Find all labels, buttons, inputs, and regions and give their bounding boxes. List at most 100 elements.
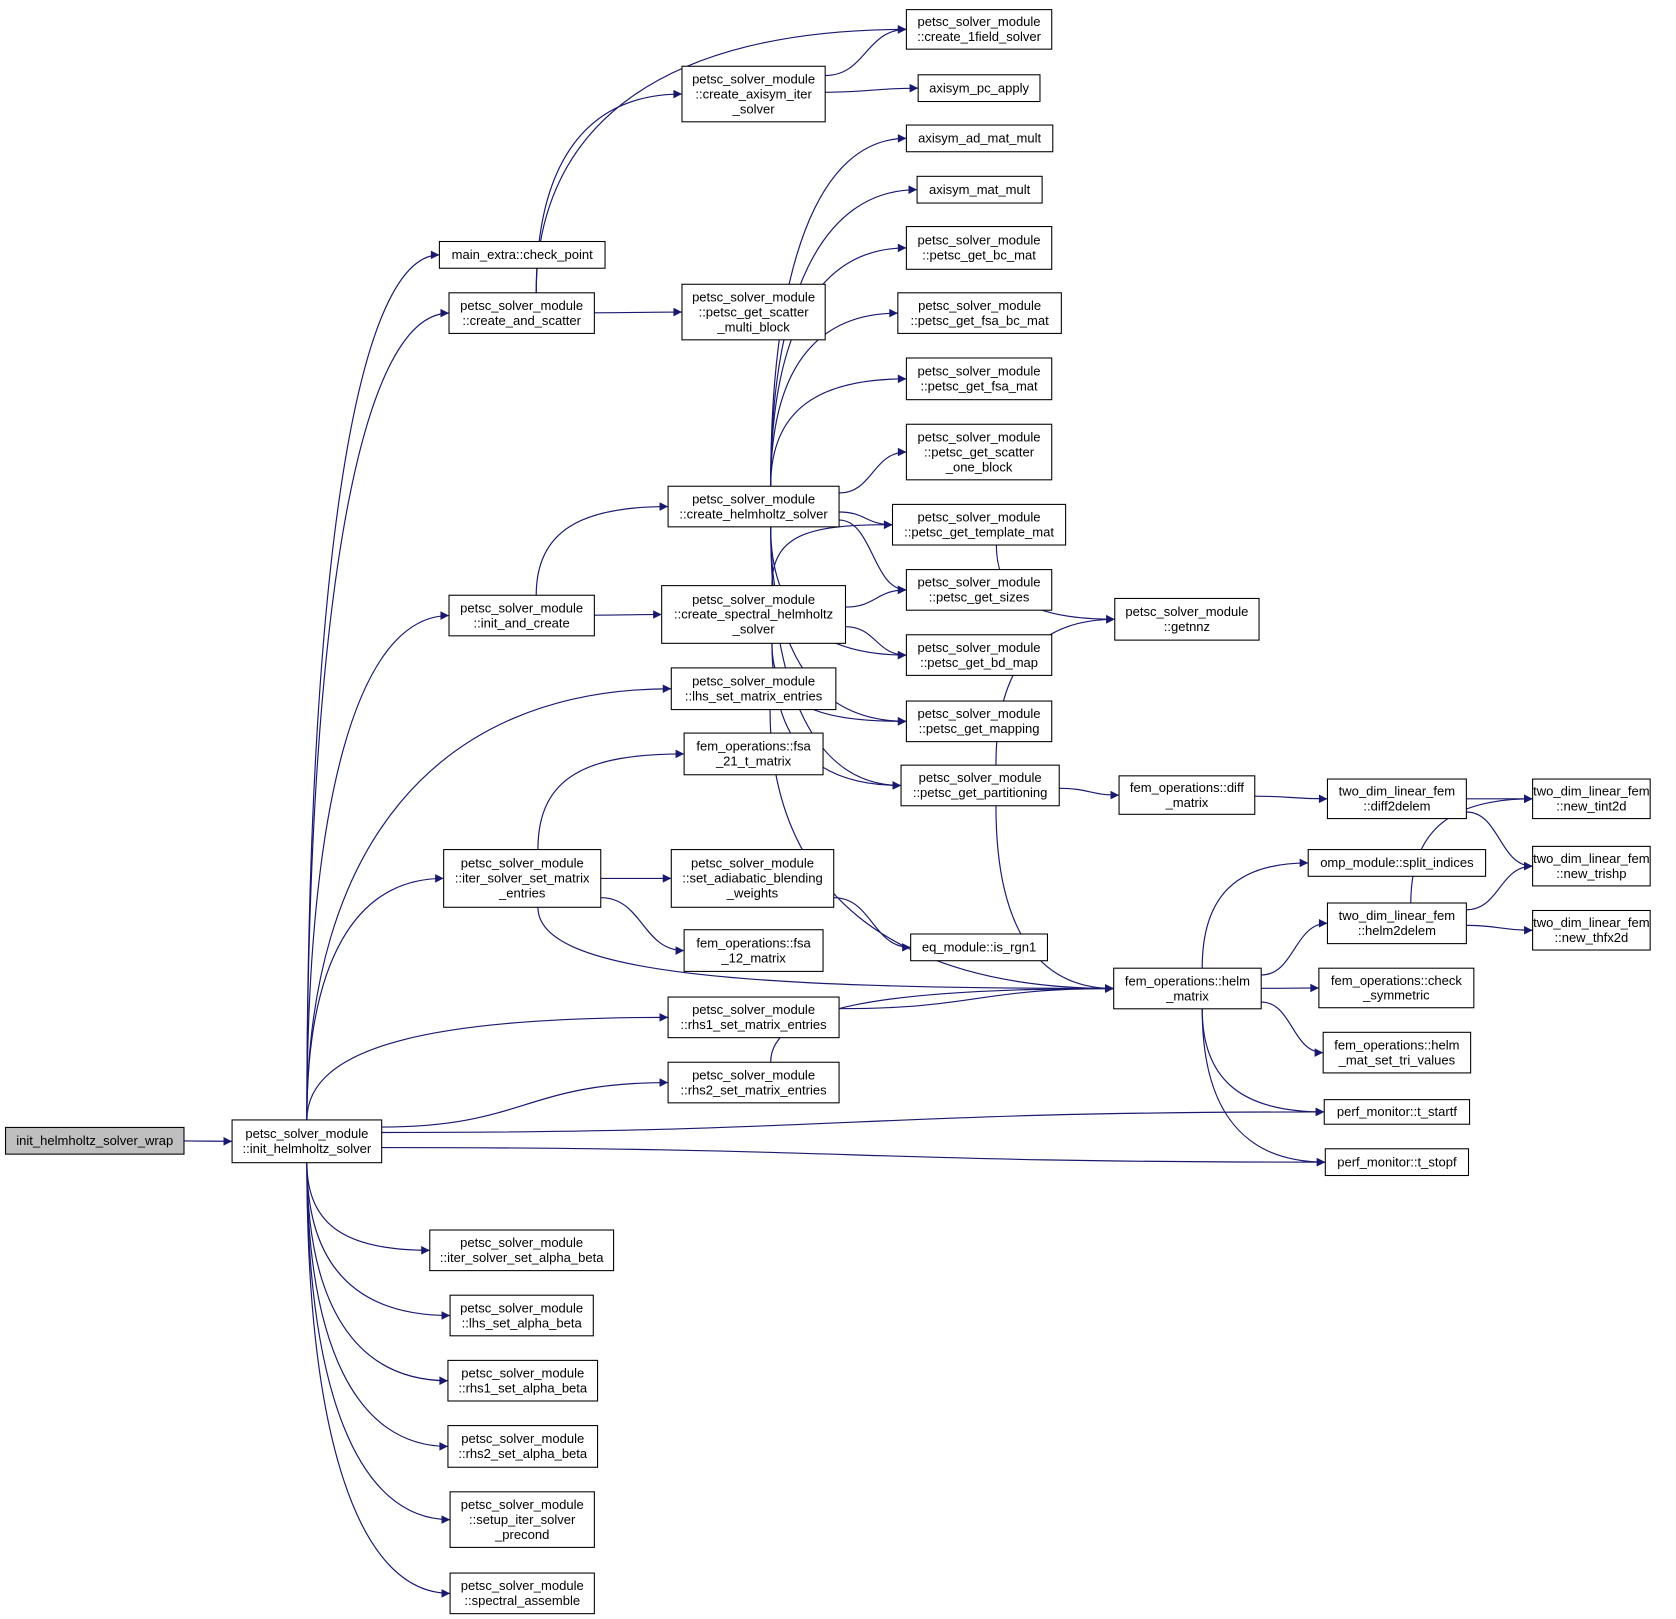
- node-t-stopf[interactable]: perf_monitor::t_stopf: [1324, 1148, 1470, 1177]
- node-create-1field[interactable]: petsc_solver_module::create_1field_solve…: [905, 9, 1053, 50]
- node-partitioning[interactable]: petsc_solver_module::petsc_get_partition…: [900, 764, 1060, 807]
- edge-init-hs-to-rhs1-ab: [306, 1162, 448, 1385]
- node-box: [917, 74, 1041, 103]
- node-box: [1118, 775, 1256, 815]
- node-is-rgn1[interactable]: eq_module::is_rgn1: [910, 933, 1048, 962]
- edge-init-hs-to-rhs2-ab: [306, 1162, 448, 1451]
- node-box: [1307, 849, 1487, 877]
- node-label: ::petsc_get_sizes: [929, 590, 1030, 605]
- node-box: [667, 485, 840, 528]
- edge-init-hs-to-create-and-scatter: [306, 308, 450, 1120]
- node-rhs2-ab[interactable]: petsc_solver_module::rhs2_set_alpha_beta: [447, 1425, 599, 1468]
- edge-create-spectral-to-sizes: [845, 585, 907, 608]
- node-label: petsc_solver_module: [691, 856, 814, 871]
- node-init-hs[interactable]: petsc_solver_module::init_helmholtz_solv…: [231, 1119, 383, 1164]
- node-scatter-one[interactable]: petsc_solver_module::petsc_get_scatter_o…: [905, 423, 1053, 481]
- node-box: [1318, 967, 1475, 1009]
- node-lhs-ab[interactable]: petsc_solver_module::lhs_set_alpha_beta: [449, 1294, 594, 1337]
- node-template-mat[interactable]: petsc_solver_module::petsc_get_template_…: [891, 503, 1067, 546]
- node-tri-values[interactable]: fem_operations::helm_mat_set_tri_values: [1322, 1031, 1472, 1074]
- node-sizes[interactable]: petsc_solver_module::petsc_get_sizes: [905, 569, 1053, 611]
- node-init-and-create[interactable]: petsc_solver_module::init_and_create: [448, 594, 595, 637]
- node-label: petsc_solver_module: [692, 1067, 815, 1082]
- node-t-startf[interactable]: perf_monitor::t_startf: [1323, 1099, 1471, 1125]
- edge-init-hs-to-init-and-create: [306, 611, 450, 1120]
- node-box: [1326, 778, 1467, 820]
- node-label: two_dim_linear_fem: [1533, 915, 1649, 930]
- node-new-trishp[interactable]: two_dim_linear_fem::new_trishp: [1532, 845, 1651, 887]
- node-fsa-mat[interactable]: petsc_solver_module::petsc_get_fsa_mat: [905, 357, 1053, 401]
- node-new-thfx2d[interactable]: two_dim_linear_fem::new_thfx2d: [1532, 909, 1651, 951]
- node-box: [429, 1229, 615, 1272]
- node-box: [667, 996, 840, 1039]
- node-diff-matrix[interactable]: fem_operations::diff_matrix: [1118, 775, 1256, 815]
- node-getnnz[interactable]: petsc_solver_module::getnnz: [1114, 597, 1260, 641]
- node-label: ::iter_solver_set_alpha_beta: [440, 1250, 604, 1265]
- edge-create-spectral-to-template-mat: [771, 520, 893, 586]
- node-axisym-mat[interactable]: axisym_mat_mult: [916, 175, 1043, 204]
- node-box: [1324, 1148, 1470, 1177]
- node-label: _solver: [732, 622, 776, 637]
- edge-create-helm-to-sizes: [839, 519, 907, 595]
- node-box: [905, 357, 1053, 401]
- node-check-sym[interactable]: fem_operations::check_symmetric: [1318, 967, 1475, 1009]
- node-axisym-pc-apply[interactable]: axisym_pc_apply: [917, 74, 1041, 103]
- node-box: [905, 124, 1054, 153]
- edge-create-and-scatter-to-create-1field: [535, 25, 907, 293]
- node-label: ::petsc_get_bc_mat: [922, 248, 1036, 263]
- node-iter-ab[interactable]: petsc_solver_module::iter_solver_set_alp…: [429, 1229, 615, 1272]
- node-label: petsc_solver_module: [692, 71, 815, 86]
- edge-partitioning-to-diff-matrix: [1059, 787, 1120, 800]
- edge-create-helm-to-fsa-bc-mat: [770, 308, 898, 487]
- node-check-point[interactable]: main_extra::check_point: [438, 240, 606, 269]
- node-label: petsc_solver_module: [460, 1300, 583, 1315]
- node-rhs1-entries[interactable]: petsc_solver_module::rhs1_set_matrix_ent…: [667, 996, 840, 1039]
- node-label: two_dim_linear_fem: [1533, 784, 1649, 799]
- node-fsa21[interactable]: fem_operations::fsa_21_t_matrix: [683, 732, 824, 776]
- node-helm-matrix[interactable]: fem_operations::helm_matrix: [1113, 967, 1262, 1010]
- node-spectral-assemble[interactable]: petsc_solver_module::spectral_assemble: [449, 1572, 595, 1615]
- node-fsa12[interactable]: fem_operations::fsa_12_matrix: [683, 929, 824, 972]
- node-create-spectral[interactable]: petsc_solver_module::create_spectral_hel…: [661, 585, 847, 644]
- node-new-tint2d[interactable]: two_dim_linear_fem::new_tint2d: [1532, 778, 1651, 820]
- node-box: [1326, 902, 1467, 945]
- node-rhs1-ab[interactable]: petsc_solver_module::rhs1_set_alpha_beta: [447, 1359, 599, 1402]
- node-label: ::init_helmholtz_solver: [242, 1141, 371, 1156]
- node-box: [4, 1126, 185, 1155]
- node-label: fem_operations::diff: [1130, 780, 1244, 795]
- edge-create-spectral-to-bd-map: [845, 626, 907, 660]
- node-create-helm[interactable]: petsc_solver_module::create_helmholtz_so…: [667, 485, 840, 528]
- node-box: [667, 1061, 840, 1104]
- node-label: petsc_solver_module: [918, 575, 1041, 590]
- node-bc-mat[interactable]: petsc_solver_module::petsc_get_bc_mat: [905, 226, 1053, 270]
- node-bd-map[interactable]: petsc_solver_module::petsc_get_bd_map: [905, 634, 1053, 676]
- node-label: ::rhs2_set_matrix_entries: [681, 1082, 828, 1097]
- node-wrap[interactable]: init_helmholtz_solver_wrap: [4, 1126, 185, 1155]
- node-scatter-multi[interactable]: petsc_solver_module::petsc_get_scatter_m…: [681, 283, 826, 341]
- node-label: ::create_1field_solver: [917, 29, 1041, 44]
- node-label: fem_operations::check: [1331, 973, 1462, 988]
- node-lhs-entries[interactable]: petsc_solver_module::lhs_set_matrix_entr…: [670, 667, 837, 711]
- node-iter-entries[interactable]: petsc_solver_module::iter_solver_set_mat…: [443, 849, 602, 908]
- node-box: [891, 503, 1067, 546]
- node-create-and-scatter[interactable]: petsc_solver_module::create_and_scatter: [448, 292, 595, 334]
- node-helm2delem[interactable]: two_dim_linear_fem::helm2delem: [1326, 902, 1467, 945]
- node-create-axisym[interactable]: petsc_solver_module::create_axisym_iter_…: [681, 65, 826, 123]
- node-adiabatic[interactable]: petsc_solver_module::set_adiabatic_blend…: [670, 849, 835, 908]
- node-box: [449, 1491, 595, 1548]
- node-label: ::rhs2_set_alpha_beta: [458, 1446, 588, 1461]
- node-axisym-ad[interactable]: axisym_ad_mat_mult: [905, 124, 1054, 153]
- node-setup-precond[interactable]: petsc_solver_module::setup_iter_solver_p…: [449, 1491, 595, 1548]
- edge-create-helm-to-scatter-one: [839, 447, 907, 494]
- edge-helm-matrix-to-split-indices: [1201, 858, 1309, 969]
- node-label: _one_block: [945, 459, 1013, 474]
- node-box: [681, 65, 826, 123]
- node-label: petsc_solver_module: [245, 1126, 368, 1141]
- edge-create-and-scatter-to-scatter-multi: [594, 307, 682, 317]
- node-diff2delem[interactable]: two_dim_linear_fem::diff2delem: [1326, 778, 1467, 820]
- node-rhs2-entries[interactable]: petsc_solver_module::rhs2_set_matrix_ent…: [667, 1061, 840, 1104]
- node-label: ::setup_iter_solver: [469, 1512, 576, 1527]
- node-split-indices[interactable]: omp_module::split_indices: [1307, 849, 1487, 877]
- node-mapping[interactable]: petsc_solver_module::petsc_get_mapping: [905, 700, 1053, 743]
- node-fsa-bc-mat[interactable]: petsc_solver_module::petsc_get_fsa_bc_ma…: [897, 292, 1062, 334]
